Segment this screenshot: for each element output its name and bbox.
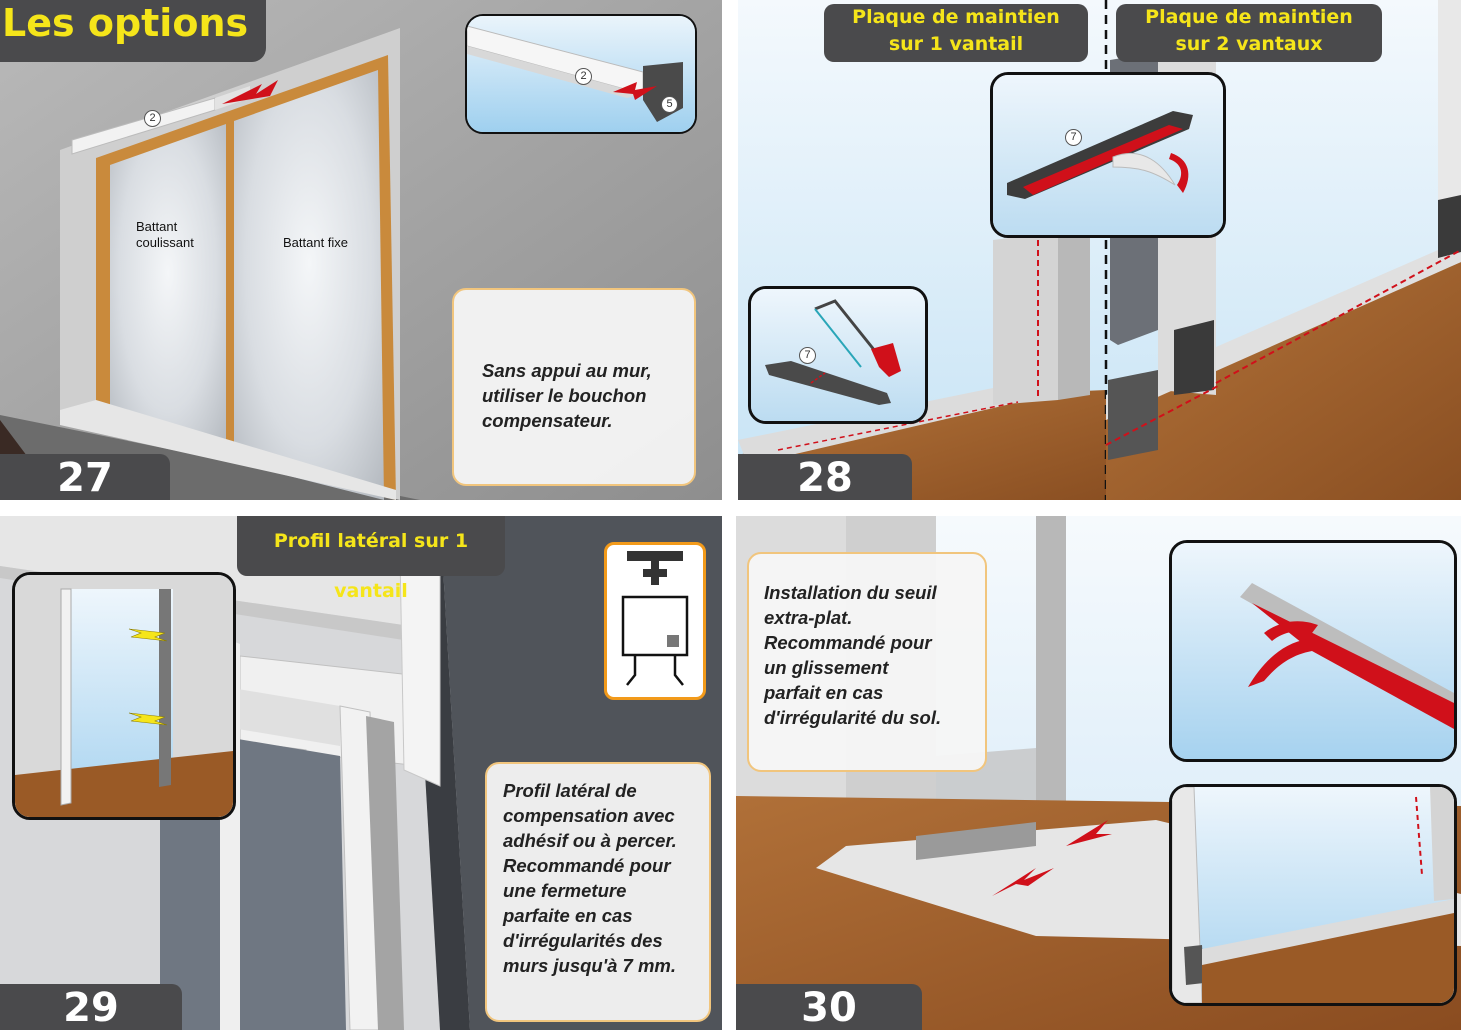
inset-part-number-7-top: 7 <box>1065 129 1082 146</box>
page-title: Les options <box>0 0 266 62</box>
holding-plate-adhesive-inset: 7 <box>990 72 1226 238</box>
label-sliding-leaf: Battant coulissant <box>136 219 194 250</box>
panel-27-note: Sans appui au mur, utiliser le bouchon c… <box>452 288 696 486</box>
step-number-28: 28 <box>738 454 912 500</box>
profile-cross-section-illustration <box>621 551 689 686</box>
end-cap-detail-illustration <box>467 16 695 132</box>
label-fixed-leaf: Battant fixe <box>283 235 349 250</box>
inset-part-number-7-bottom: 7 <box>799 347 816 364</box>
panel-29: Profil latéral sur 1 vantail Profil laté… <box>0 516 722 1030</box>
step-number-30: 30 <box>736 984 922 1030</box>
profile-cross-section-inset <box>604 542 706 700</box>
part-number-2: 2 <box>144 110 161 127</box>
step-number-29: 29 <box>0 984 182 1030</box>
threshold-adhesive-illustration <box>1172 543 1454 759</box>
hacksaw-cutting-illustration <box>751 289 925 421</box>
threshold-position-illustration <box>1172 787 1454 1003</box>
side-profile-door-illustration <box>15 575 233 817</box>
panel-30-note: Installation du seuil extra-plat. Recomm… <box>747 552 987 772</box>
panel-29-note: Profil latéral de compensation avec adhé… <box>485 762 711 1022</box>
tag-side-profile-1-leaf: Profil latéral sur 1 vantail <box>237 516 505 602</box>
side-profile-door-inset <box>12 572 236 820</box>
step-number-27: 27 <box>0 454 170 500</box>
panel-27: 2 Battant coulissant Battant fixe 2 5 Sa… <box>0 0 722 500</box>
threshold-position-inset <box>1169 784 1457 1006</box>
panel-28: Plaque de maintien sur 1 vantail Plaque … <box>738 0 1461 500</box>
inset-part-number-2: 2 <box>575 68 592 85</box>
tag-holding-plate-2-leaves: Plaque de maintien sur 2 vantaux <box>1116 4 1382 62</box>
panel-27-inset: 2 5 <box>465 14 697 134</box>
threshold-adhesive-inset <box>1169 540 1457 762</box>
cutting-plate-inset: 7 <box>748 286 928 424</box>
tag-holding-plate-1-leaf: Plaque de maintien sur 1 vantail <box>824 4 1088 62</box>
panel-30: Installation du seuil extra-plat. Recomm… <box>736 516 1461 1030</box>
inset-part-number-5: 5 <box>661 96 678 113</box>
holding-plate-adhesive-illustration <box>993 75 1223 235</box>
